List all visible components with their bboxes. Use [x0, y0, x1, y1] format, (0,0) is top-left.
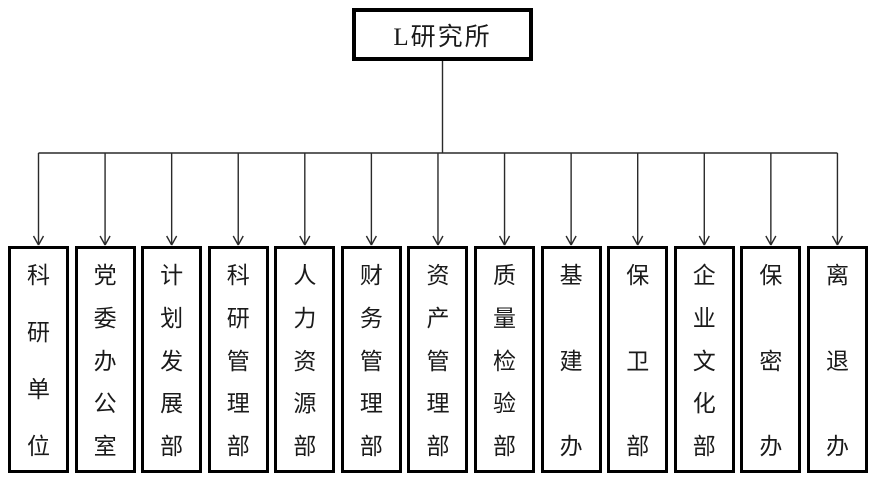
department-label-char: 管 — [226, 348, 250, 374]
department-label-char: 室 — [93, 434, 117, 459]
department-label-char: 退 — [825, 348, 849, 374]
department-label-char: 化 — [692, 391, 716, 417]
department-label-char: 部 — [359, 434, 383, 459]
department-label-char: 部 — [426, 434, 450, 459]
root-box: L研究所 — [352, 8, 533, 61]
department-label-char: 财 — [359, 263, 383, 288]
department-label-char: 部 — [160, 434, 184, 459]
department-label-char: 部 — [493, 434, 517, 459]
department-label-char: 人 — [293, 263, 317, 288]
department-box: 计划发展部 — [141, 246, 203, 473]
root-label: L研究所 — [393, 23, 492, 51]
department-label-char: 办 — [825, 434, 849, 459]
department-label-char: 管 — [426, 348, 450, 374]
department-label-char: 部 — [626, 434, 650, 459]
department-label-char: 质 — [493, 263, 517, 288]
department-label-char: 研 — [226, 305, 250, 331]
department-label-char: 资 — [426, 263, 450, 288]
department-box: 保密办 — [740, 246, 802, 473]
department-label-char: 部 — [293, 434, 317, 459]
department-label-char: 发 — [160, 348, 184, 374]
department-label-char: 展 — [160, 391, 184, 417]
department-label-char: 力 — [293, 305, 317, 331]
department-label-char: 位 — [27, 434, 50, 459]
department-label-char: 科 — [226, 263, 250, 288]
department-box: 资产管理部 — [407, 246, 469, 473]
department-box: 人力资源部 — [274, 246, 336, 473]
department-box: 科研单位 — [8, 246, 69, 473]
department-label-char: 密 — [759, 348, 783, 374]
departments-row: 科研单位党委办公室计划发展部科研管理部人力资源部财务管理部资产管理部质量检验部基… — [8, 246, 868, 473]
department-label-char: 基 — [559, 263, 583, 288]
department-label-char: 保 — [626, 263, 650, 288]
department-label-char: 办 — [559, 434, 583, 459]
department-box: 财务管理部 — [340, 246, 402, 473]
department-label-char: 资 — [293, 348, 317, 374]
department-label-char: 理 — [426, 391, 450, 417]
department-label-char: 办 — [759, 434, 783, 459]
department-label-char: 管 — [359, 348, 383, 374]
department-label-char: 部 — [226, 434, 250, 459]
department-label-char: 企 — [692, 263, 716, 288]
department-label-char: 验 — [493, 391, 517, 417]
department-label-char: 产 — [426, 305, 450, 331]
department-box: 基建办 — [540, 246, 602, 473]
department-label-char: 研 — [27, 320, 50, 345]
department-label-char: 公 — [93, 391, 117, 417]
department-label-char: 务 — [359, 305, 383, 331]
department-box: 企业文化部 — [673, 246, 735, 473]
department-label-char: 理 — [226, 391, 250, 417]
department-label-char: 卫 — [626, 348, 650, 374]
department-box: 离退办 — [806, 246, 868, 473]
department-label-char: 党 — [93, 263, 117, 288]
department-label-char: 科 — [27, 263, 50, 288]
department-box: 保卫部 — [607, 246, 669, 473]
department-label-char: 建 — [559, 348, 583, 374]
department-label-char: 源 — [293, 391, 317, 417]
department-label-char: 理 — [359, 391, 383, 417]
department-label-char: 检 — [493, 348, 517, 374]
department-label-char: 办 — [93, 348, 117, 374]
department-label-char: 委 — [93, 305, 117, 331]
department-label-char: 量 — [493, 305, 517, 331]
department-label-char: 离 — [825, 263, 849, 288]
department-label-char: 文 — [692, 348, 716, 374]
department-label-char: 计 — [160, 263, 184, 288]
department-label-char: 单 — [27, 377, 50, 402]
department-box: 质量检验部 — [474, 246, 536, 473]
department-label-char: 保 — [759, 263, 783, 288]
department-box: 科研管理部 — [207, 246, 269, 473]
department-box: 党委办公室 — [74, 246, 136, 473]
department-label-char: 业 — [692, 305, 716, 331]
department-label-char: 划 — [160, 305, 184, 331]
department-label-char: 部 — [692, 434, 716, 459]
